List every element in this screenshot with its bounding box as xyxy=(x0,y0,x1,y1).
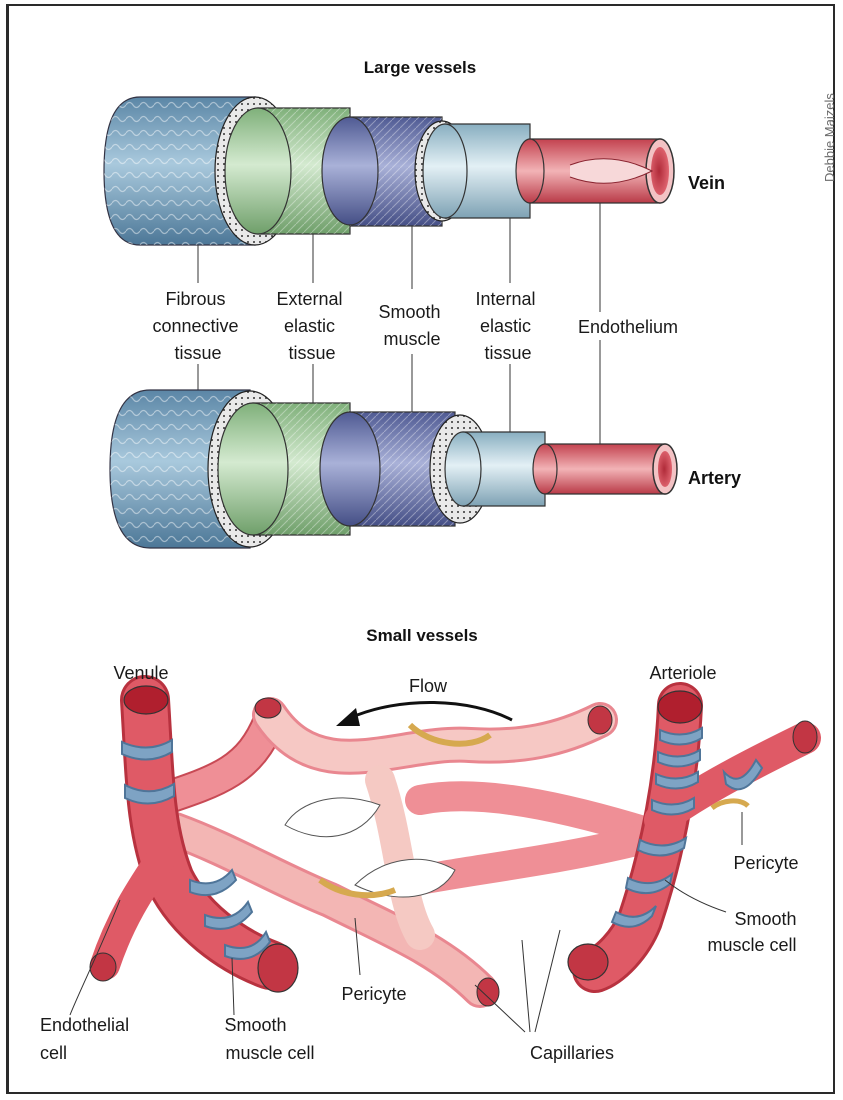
artery-illustration xyxy=(110,390,677,548)
pericyte-arteriole xyxy=(712,801,748,808)
large-vessels-title: Large vessels xyxy=(364,58,476,77)
internal-elastic-layer-vein xyxy=(415,121,530,221)
pericyte-right-label: Pericyte xyxy=(733,853,798,873)
smooth-muscle-cell-left-label: Smooth muscle cell xyxy=(224,1015,314,1063)
endothelium-label: Endothelium xyxy=(578,317,678,337)
capillaries-label: Capillaries xyxy=(530,1043,614,1063)
flow-label: Flow xyxy=(409,676,448,696)
venule-label: Venule xyxy=(113,663,168,683)
vein-illustration xyxy=(104,97,674,245)
smooth-muscle-cell-right-label: Smooth muscle cell xyxy=(707,909,801,955)
arteriole-label: Arteriole xyxy=(649,663,716,683)
flow-arrow xyxy=(336,702,512,726)
pericyte-middle-label: Pericyte xyxy=(341,984,406,1004)
internal-elastic-layer-artery xyxy=(430,415,545,523)
vein-label: Vein xyxy=(688,173,725,193)
fibrous-connective-tissue-label: Fibrous connective tissue xyxy=(152,289,243,363)
endothelial-cell-label: Endothelial cell xyxy=(40,1015,134,1063)
external-elastic-tissue-label: External elastic tissue xyxy=(276,289,347,363)
internal-elastic-tissue-label: Internal elastic tissue xyxy=(475,289,540,363)
artery-label: Artery xyxy=(688,468,741,488)
small-vessels-title: Small vessels xyxy=(366,626,478,645)
smooth-muscle-label: Smooth muscle xyxy=(378,302,445,349)
endothelium-layer-artery xyxy=(533,444,677,494)
endothelium-layer-vein xyxy=(516,139,674,203)
credit-text: Debbie Maizels xyxy=(822,93,837,182)
